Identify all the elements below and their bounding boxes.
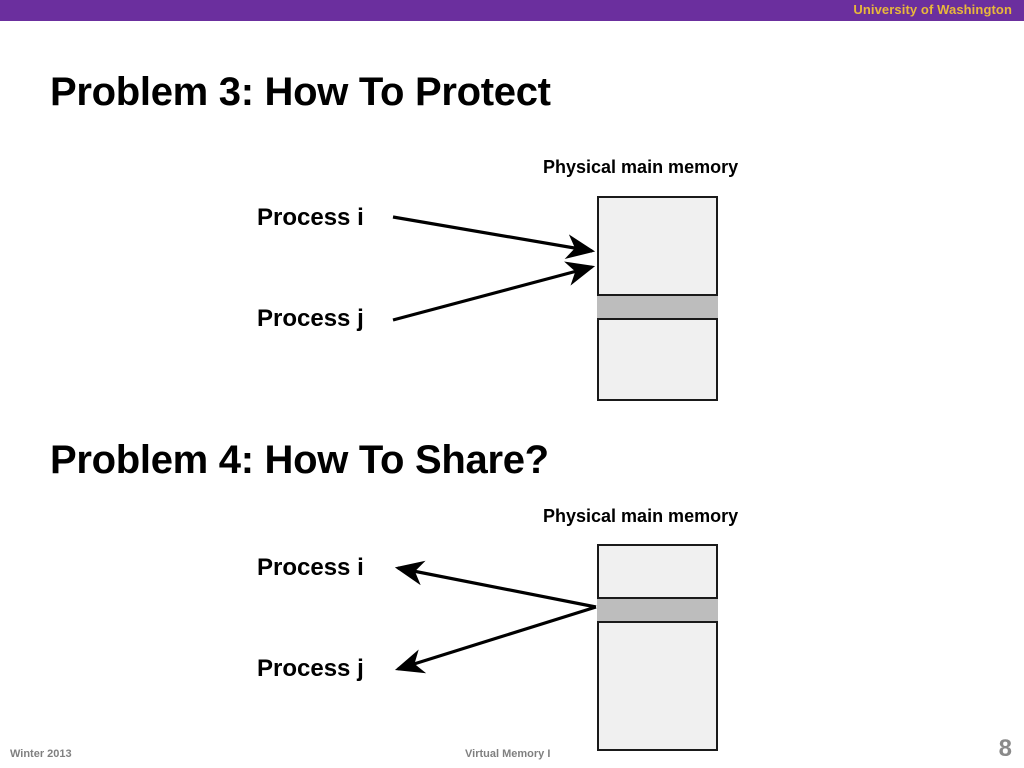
arrow-layer	[394, 560, 597, 674]
process-label-j: Process j	[257, 305, 364, 332]
top-banner: University of Washington	[0, 0, 1024, 21]
institution-title: University of Washington	[853, 2, 1012, 17]
shared-memory-band	[596, 597, 718, 623]
shared-memory-band	[596, 294, 718, 320]
page-number: 8	[998, 735, 1012, 762]
memory-caption: Physical main memory	[543, 157, 739, 177]
arrow-layer	[392, 215, 596, 322]
footer-topic: Virtual Memory I	[465, 748, 551, 760]
footer-term: Winter 2013	[10, 748, 72, 760]
process-label-i: Process i	[257, 204, 364, 231]
process-label-j: Process j	[257, 655, 364, 682]
memory-caption: Physical main memory	[543, 506, 739, 526]
physical-memory-box	[596, 544, 718, 751]
page-title-problem-3: Problem 3: How To Protect	[50, 70, 551, 114]
diagram-protect: Physical main memory Process i Process j	[0, 150, 1024, 410]
physical-memory-box	[596, 196, 718, 401]
banner-underline	[0, 21, 1024, 24]
arrow-memory-to-process-i	[394, 560, 597, 609]
diagram-share: Physical main memory Process i Process j	[0, 500, 1024, 760]
arrow-process-i-to-memory	[392, 215, 596, 259]
process-label-i: Process i	[257, 554, 364, 581]
footer: Winter 2013 Virtual Memory I 8	[0, 735, 1024, 768]
arrow-memory-to-process-j	[394, 605, 597, 674]
page-title-problem-4: Problem 4: How To Share?	[50, 438, 549, 482]
arrow-process-j-to-memory	[392, 261, 596, 322]
